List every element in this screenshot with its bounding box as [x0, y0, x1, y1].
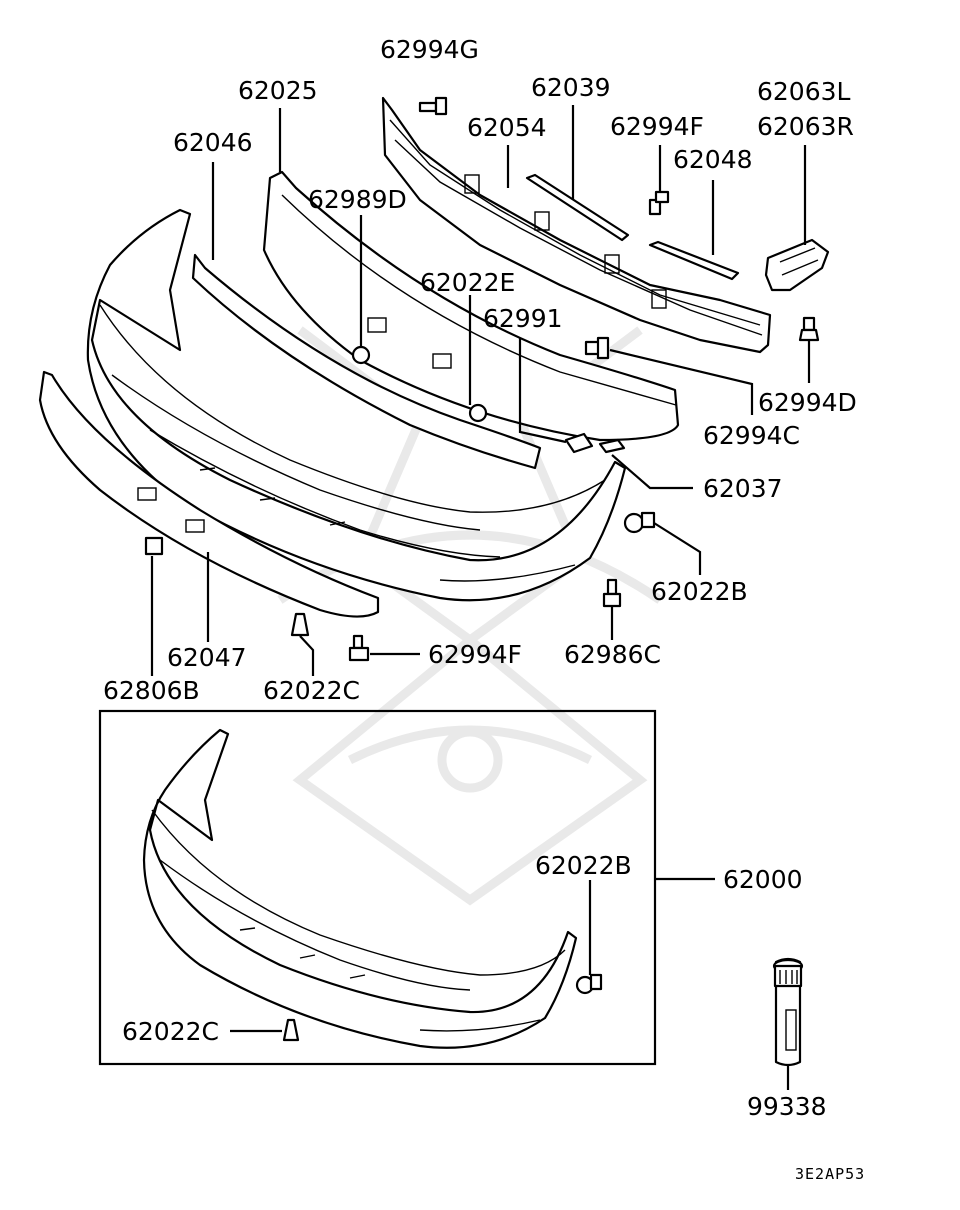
- label-62806B: 62806B: [103, 676, 200, 705]
- label-62994C: 62994C: [703, 421, 800, 450]
- part-62022B-clip-top: [623, 511, 656, 534]
- label-62994D: 62994D: [758, 388, 857, 417]
- label-62994F-bottom: 62994F: [428, 640, 522, 669]
- part-62989D-clip: [351, 345, 371, 365]
- label-62047: 62047: [167, 643, 247, 672]
- part-62054-reinforcement: [381, 96, 772, 354]
- part-62806B-nut: [144, 536, 164, 556]
- part-62986C-bolt: [602, 578, 622, 608]
- part-62022E-clip: [468, 403, 488, 423]
- part-62048-strip: [648, 240, 740, 281]
- label-62046: 62046: [173, 128, 253, 157]
- part-62025-absorber: [262, 170, 680, 442]
- part-62994F-bolt-top: [648, 190, 670, 216]
- label-62991: 62991: [483, 304, 563, 333]
- part-62991-nut: [564, 432, 594, 454]
- leader-lines-box: [230, 877, 715, 1033]
- part-62063-bracket: [764, 238, 830, 292]
- diagram-code: 3E2AP53: [795, 1165, 865, 1183]
- label-62048: 62048: [673, 145, 753, 174]
- label-62989D: 62989D: [308, 185, 407, 214]
- label-62994G: 62994G: [380, 35, 479, 64]
- label-62022C-top: 62022C: [263, 676, 360, 705]
- part-99338-tube: [772, 957, 804, 1090]
- assembly-62000-box: [98, 709, 657, 1066]
- part-62047-strip: [38, 370, 380, 618]
- part-62994C-bolt: [584, 336, 610, 360]
- part-62022B-clip-box: [575, 973, 603, 995]
- label-62022B-box: 62022B: [535, 851, 632, 880]
- part-62037-clip: [598, 438, 626, 454]
- label-62994F-top: 62994F: [610, 112, 704, 141]
- label-62986C: 62986C: [564, 640, 661, 669]
- part-bumper-face: [86, 208, 627, 602]
- leader-lines-top: [150, 105, 811, 676]
- label-62063L: 62063L: [757, 77, 851, 106]
- part-62039-strip: [525, 173, 630, 242]
- label-62025: 62025: [238, 76, 318, 105]
- label-62022E: 62022E: [420, 268, 515, 297]
- part-62046-retainer: [191, 253, 542, 470]
- part-62994D-bolt: [798, 316, 820, 342]
- label-62022C-box: 62022C: [122, 1017, 219, 1046]
- label-99338: 99338: [747, 1092, 827, 1121]
- part-62994G-bolt: [418, 96, 448, 116]
- part-62022C-clip-box: [282, 1018, 300, 1042]
- label-62063R: 62063R: [757, 112, 854, 141]
- label-62039: 62039: [531, 73, 611, 102]
- part-62994F-bolt-bottom: [348, 634, 370, 662]
- label-62022B-top: 62022B: [651, 577, 748, 606]
- label-62037: 62037: [703, 474, 783, 503]
- label-62054: 62054: [467, 113, 547, 142]
- label-62000: 62000: [723, 865, 803, 894]
- part-62000-bumper-assembly: [142, 728, 578, 1049]
- part-62022C-clip-top: [290, 612, 310, 637]
